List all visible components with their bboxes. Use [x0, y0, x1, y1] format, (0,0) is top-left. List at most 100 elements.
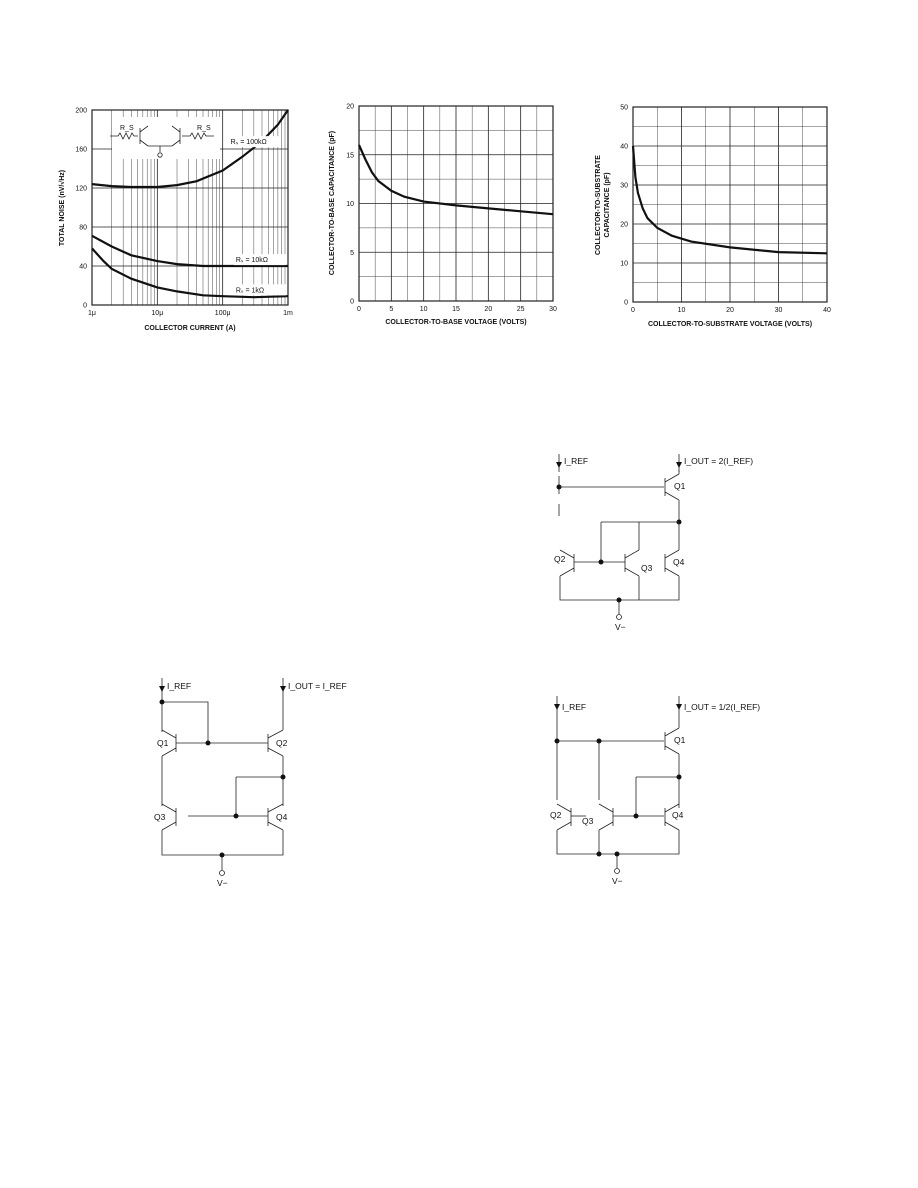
iref-label: I_REF [564, 456, 588, 466]
iout-arrow-head [676, 704, 682, 710]
series-label-bg [228, 136, 281, 148]
q1-transistor [664, 714, 680, 808]
y-tick-label: 20 [346, 104, 354, 111]
series-line [357, 144, 554, 216]
series-line [631, 145, 828, 255]
inset-transistor-right [171, 125, 181, 147]
x-tick-label: 0 [357, 306, 361, 313]
series-label-bg [233, 284, 286, 296]
emitter-bus [559, 576, 680, 614]
inset-resistor-right [182, 132, 214, 140]
series-label: Rₛ = 10kΩ [236, 257, 268, 264]
y-tick-label: 200 [75, 108, 87, 115]
iref-label: I_REF [167, 681, 191, 691]
q3-transistor [598, 803, 614, 831]
x-tick-label: 40 [823, 307, 831, 314]
node-dot [633, 813, 639, 819]
x-tick-label: 1m [283, 310, 293, 317]
series-curves [631, 145, 828, 255]
y-tick-label: 0 [350, 299, 354, 306]
y-tick-label: 0 [624, 300, 628, 307]
q2-label: Q2 [550, 810, 562, 820]
series-line [91, 234, 288, 268]
y-tick-label: 10 [620, 261, 628, 268]
x-tick-label: 10μ [151, 310, 163, 317]
x-tick-label: 10 [420, 306, 428, 313]
x-axis-label: COLLECTOR-TO-BASE VOLTAGE (VOLTS) [385, 319, 526, 326]
q1-label: Q1 [674, 481, 686, 491]
q2-label: Q2 [276, 738, 288, 748]
x-tick-label: 1μ [88, 310, 96, 317]
input-rail [161, 696, 209, 743]
supply-label: V− [615, 622, 626, 632]
supply-terminal [219, 870, 225, 876]
x-tick-label: 20 [726, 307, 734, 314]
node-dot [280, 774, 286, 780]
inset-rs-right-label: R_S [197, 125, 211, 132]
chart-grid [632, 106, 828, 303]
x-tick-label: 30 [549, 306, 557, 313]
x-tick-label: 100μ [215, 310, 231, 317]
inset-schematic: R_S R_S [110, 117, 220, 159]
q4-transistor [664, 803, 680, 831]
inset-transistor-left [139, 125, 149, 147]
q1-transistor [664, 470, 680, 522]
y-tick-label: 40 [620, 144, 628, 151]
node-dot [616, 597, 622, 603]
y-tick-label: 15 [346, 152, 354, 159]
q4-label: Q4 [673, 557, 685, 567]
q4-label: Q4 [276, 812, 288, 822]
y-tick-label: 0 [83, 303, 87, 310]
node-dot [676, 774, 682, 780]
node-dot [219, 852, 225, 858]
node-dot [205, 740, 211, 746]
mid-wires [161, 756, 284, 816]
y-axis-label: COLLECTOR-TO-BASE CAPACITANCE (pF) [329, 131, 336, 275]
y-tick-label: 30 [620, 183, 628, 190]
inset-resistor-left [110, 132, 138, 140]
supply-terminal [614, 868, 620, 874]
x-axis-label: COLLECTOR CURRENT (A) [144, 325, 235, 332]
q3-transistor [161, 803, 177, 831]
series-label: Rₛ = 100kΩ [231, 139, 267, 146]
x-tick-label: 30 [775, 307, 783, 314]
y-tick-label: 40 [79, 264, 87, 271]
iout-arrow-head [676, 462, 682, 468]
q1-label: Q1 [674, 735, 686, 745]
iout-label: I_OUT = 2(I_REF) [684, 456, 753, 466]
series-curves [357, 144, 554, 216]
series-label-bg [233, 254, 286, 266]
q3-label: Q3 [641, 563, 653, 573]
node-dot [596, 851, 602, 857]
supply-terminal [616, 614, 622, 620]
q2-transistor [267, 696, 284, 757]
circuit-bottom-right: I_REF I_OUT = 1/2(I_REF) Q1 Q2 Q3 Q4 V− [550, 696, 760, 886]
q4-transistor [664, 546, 680, 577]
q1-label: Q1 [157, 738, 169, 748]
series-line [91, 109, 289, 189]
iref-label: I_REF [562, 702, 586, 712]
x-tick-label: 20 [484, 306, 492, 313]
plot-frame [358, 105, 554, 302]
x-tick-label: 5 [389, 306, 393, 313]
q3-label: Q3 [154, 812, 166, 822]
node-dot [596, 738, 602, 744]
y-axis-label-line: CAPACITANCE (pF) [604, 172, 611, 237]
series-line [91, 247, 289, 299]
q3-label: Q3 [582, 816, 594, 826]
iout-label: I_OUT = 1/2(I_REF) [684, 702, 760, 712]
y-tick-label: 10 [346, 201, 354, 208]
y-tick-label: 50 [620, 105, 628, 112]
iref-arrow-head [554, 704, 560, 710]
y-tick-label: 80 [79, 225, 87, 232]
q4-transistor [267, 803, 284, 831]
y-axis-label: TOTAL NOISE (nV/√Hz) [58, 170, 66, 246]
inset-emitter-wire [148, 145, 172, 152]
wires [557, 740, 679, 816]
